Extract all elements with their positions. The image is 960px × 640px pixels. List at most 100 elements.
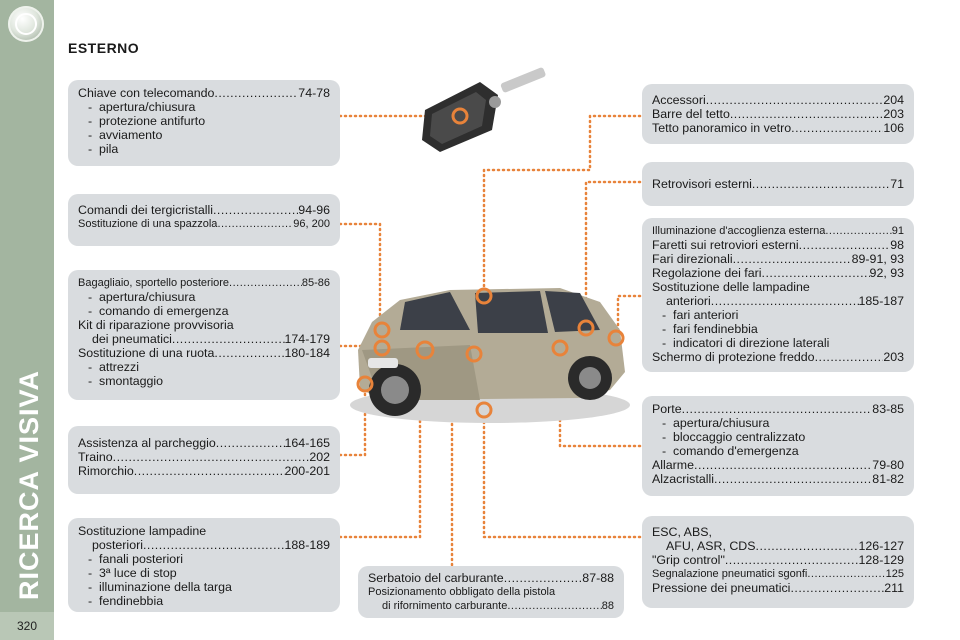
index-entry: Porte83-85 xyxy=(652,402,904,416)
brand-logo-icon xyxy=(8,6,44,42)
index-entry: Fari direzionali89-91, 93 xyxy=(652,252,904,266)
dot-leader xyxy=(216,436,285,450)
sub-entry: pila xyxy=(78,142,330,156)
index-entry: Assistenza al parcheggio164-165 xyxy=(78,436,330,450)
dot-leader xyxy=(229,276,302,290)
entry-title: Assistenza al parcheggio xyxy=(78,436,216,450)
dot-leader xyxy=(213,203,298,217)
dot-leader xyxy=(791,121,883,135)
dot-leader xyxy=(507,599,601,613)
page-number: 320 xyxy=(0,612,54,640)
roof-box: Accessori204 Barre del tetto 203 Tetto pa… xyxy=(642,84,914,144)
sub-entry: 3ª luce di stop xyxy=(78,566,330,580)
entry-page: 83-85 xyxy=(872,402,904,416)
index-entry: AFU, ASR, CDS 126-127 xyxy=(652,539,904,553)
lights-box: Illuminazione d'accoglienza esterna91 Fa… xyxy=(642,218,914,372)
index-entry: Serbatoio del carburante 87-88 xyxy=(368,571,614,585)
dot-leader xyxy=(143,538,285,552)
dot-leader xyxy=(725,553,859,567)
entry-title: AFU, ASR, CDS xyxy=(666,539,756,553)
entry-title: Accessori xyxy=(652,93,706,107)
index-entry: Pressione dei pneumatici211 xyxy=(652,581,904,595)
index-entry: Retrovisori esterni71 xyxy=(652,177,904,191)
entry-title: dei pneumatici xyxy=(92,332,172,346)
entry-page: 202 xyxy=(309,450,330,464)
mirrors-box: Retrovisori esterni71 xyxy=(642,162,914,206)
index-entry: Chiave con telecomando74-78 xyxy=(78,86,330,100)
entry-title: Retrovisori esterni xyxy=(652,177,752,191)
dot-leader xyxy=(733,252,852,266)
sub-entry: fendinebbia xyxy=(78,594,330,608)
entry-page: 174-179 xyxy=(284,332,330,346)
sub-entry: fari fendinebbia xyxy=(652,322,904,336)
index-entry: "Grip control" 128-129 xyxy=(652,553,904,567)
index-entry: Schermo di protezione freddo203 xyxy=(652,350,904,364)
index-entry: Comandi dei tergicristalli94-96 xyxy=(78,203,330,217)
dot-leader xyxy=(214,346,284,360)
dot-leader xyxy=(504,571,583,585)
entry-title: Rimorchio xyxy=(78,464,134,478)
entry-title: Serbatoio del carburante xyxy=(368,571,504,585)
sub-entry: apertura/chiusura xyxy=(78,100,330,114)
dot-leader xyxy=(711,294,859,308)
index-entry: dei pneumatici 174-179 xyxy=(78,332,330,346)
dot-leader xyxy=(752,177,890,191)
index-entry: Accessori204 xyxy=(652,93,904,107)
dot-leader xyxy=(762,266,870,280)
index-entry: di rifornimento carburante88 xyxy=(368,599,614,613)
parking-box: Assistenza al parcheggio164-165 Traino20… xyxy=(68,426,340,494)
entry-page: 87-88 xyxy=(582,571,614,585)
dot-leader xyxy=(682,402,873,416)
sub-entry: protezione antifurto xyxy=(78,114,330,128)
entry-page: 98 xyxy=(890,238,904,252)
dot-leader xyxy=(825,224,891,238)
key-box: Chiave con telecomando74-78 apertura/chi… xyxy=(68,80,340,166)
entry-page: 81-82 xyxy=(872,472,904,486)
section-title: ESTERNO xyxy=(68,40,140,56)
boot-box: Bagagliaio, sportello posteriore85-86 ap… xyxy=(68,270,340,400)
entry-page: 185-187 xyxy=(858,294,904,308)
index-entry: Sostituzione di una spazzola96, 200 xyxy=(78,217,330,231)
dot-leader xyxy=(714,472,872,486)
index-entry: Sostituzione di una ruota180-184 xyxy=(78,346,330,360)
dot-leader xyxy=(756,539,859,553)
dot-leader xyxy=(217,217,293,231)
entry-title: "Grip control" xyxy=(652,553,725,567)
entry-page: 96, 200 xyxy=(293,218,330,230)
car-icon xyxy=(350,288,630,423)
dot-leader xyxy=(172,332,285,346)
wipers-box: Comandi dei tergicristalli94-96 Sostituz… xyxy=(68,194,340,246)
index-entry: Traino202 xyxy=(78,450,330,464)
sub-entry: apertura/chiusura xyxy=(78,290,330,304)
entry-title: Schermo di protezione freddo xyxy=(652,350,815,364)
entry-title: Comandi dei tergicristalli xyxy=(78,203,213,217)
sub-entry: attrezzi xyxy=(78,360,330,374)
entry-page: 128-129 xyxy=(858,553,904,567)
entry-title: Tetto panoramico in vetro xyxy=(652,121,792,135)
entry-page: 106 xyxy=(883,121,904,135)
entry-title: Bagagliaio, sportello posteriore xyxy=(78,277,230,289)
esc-box: ESC, ABS, AFU, ASR, CDS126-127 "Grip con… xyxy=(642,516,914,608)
entry-title: Barre del tetto xyxy=(652,107,730,121)
dot-leader xyxy=(815,350,884,364)
entry-page: 203 xyxy=(883,107,904,121)
dot-leader xyxy=(799,238,891,252)
entry-page: 74-78 xyxy=(298,86,330,100)
sub-entry: smontaggio xyxy=(78,374,330,388)
index-entry: posteriori188-189 xyxy=(78,538,330,552)
entry-title: Alzacristalli xyxy=(652,472,714,486)
doors-box: Porte83-85 apertura/chiusura bloccaggio … xyxy=(642,396,914,496)
index-entry: Illuminazione d'accoglienza esterna91 xyxy=(652,224,904,238)
index-entry: Regolazione dei fari92, 93 xyxy=(652,266,904,280)
entry-page: 180-184 xyxy=(284,346,330,360)
entry-title: Pressione dei pneumatici xyxy=(652,581,791,595)
entry-page: 89-91, 93 xyxy=(851,252,904,266)
index-entry: Tetto panoramico in vetro 106 xyxy=(652,121,904,135)
entry-page: 79-80 xyxy=(872,458,904,472)
entry-title: di rifornimento carburante xyxy=(382,600,508,612)
sub-entry: avviamento xyxy=(78,128,330,142)
entry-page: 126-127 xyxy=(858,539,904,553)
entry-page: 91 xyxy=(891,225,904,237)
connector-lines xyxy=(338,114,642,567)
